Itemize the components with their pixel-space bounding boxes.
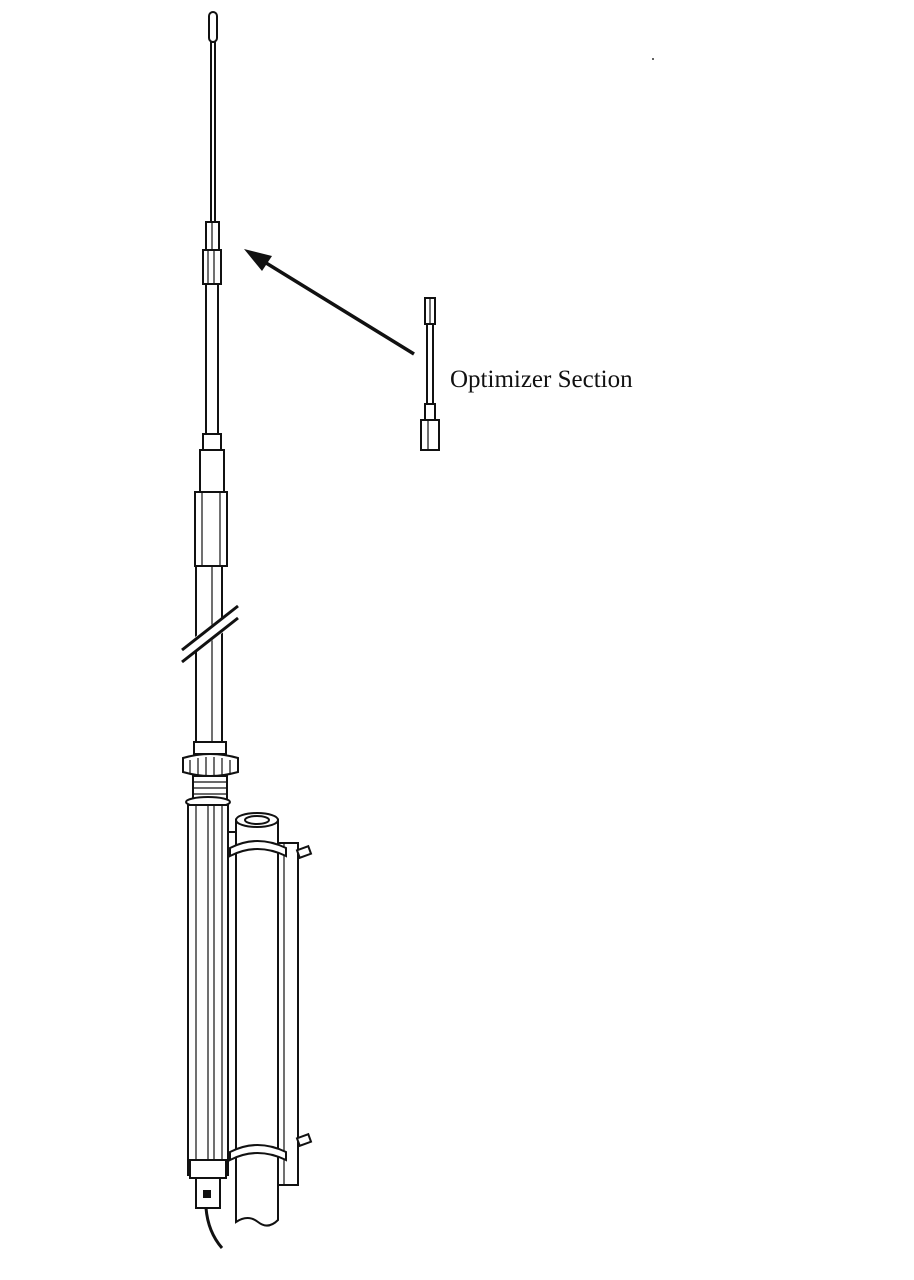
pointer-arrow xyxy=(244,249,415,356)
mounting-nut xyxy=(182,741,239,808)
antenna-upper-tube xyxy=(194,283,228,567)
optimizer-section-label: Optimizer Section xyxy=(450,366,633,393)
antenna-lower-tube xyxy=(195,565,223,743)
antenna-whip xyxy=(202,11,222,285)
optimizer-section-part xyxy=(420,297,440,451)
base-housing xyxy=(187,804,229,1249)
mast-pipe xyxy=(229,812,287,1227)
break-marks xyxy=(180,604,240,664)
speck xyxy=(652,58,654,60)
mounting-bracket xyxy=(228,831,313,1186)
